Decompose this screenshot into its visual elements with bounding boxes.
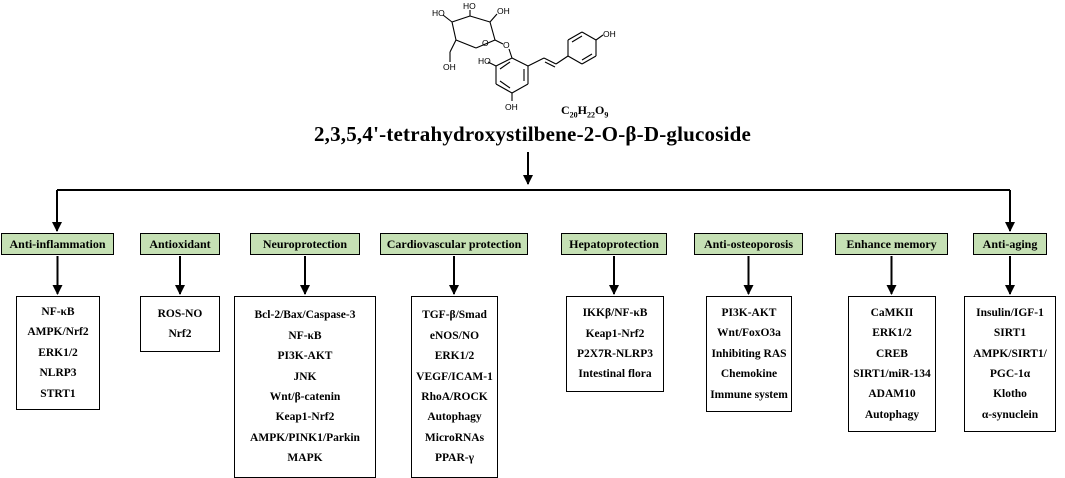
atom-label: O xyxy=(503,40,510,50)
atom-label: OH xyxy=(603,29,616,39)
pathway-item: IKKβ/NF-κB xyxy=(582,307,648,320)
pathway-item: PI3K-AKT xyxy=(277,350,333,363)
pathway-item: Immune system xyxy=(710,388,788,401)
molecular-formula: C20H22O9 xyxy=(561,103,609,120)
pathway-item: CREB xyxy=(876,347,908,360)
molecular-structure: HO HO OH O O OH HO OH OH xyxy=(432,1,616,112)
pathway-item: ADAM10 xyxy=(868,388,916,401)
category-label: Hepatoprotection xyxy=(561,233,667,255)
category-label: Anti-osteoporosis xyxy=(694,233,803,255)
pathway-item: PPAR-γ xyxy=(434,452,474,465)
category-label: Neuroprotection xyxy=(250,233,360,255)
pathway-box: ROS-NO Nrf2 xyxy=(140,296,220,352)
pathway-item: PI3K-AKT xyxy=(721,306,777,319)
pathway-item: ERK1/2 xyxy=(434,350,475,363)
pathway-item: Chemokine xyxy=(720,368,778,381)
pathway-item: Bcl-2/Bax/Caspase-3 xyxy=(254,309,356,322)
category-label: Antioxidant xyxy=(140,233,220,255)
pathway-item: Autophagy xyxy=(864,408,920,421)
atom-label: OH xyxy=(505,102,518,112)
pathway-item: SIRT1/miR-134 xyxy=(853,368,931,380)
pathway-item: P2X7R-NLRP3 xyxy=(576,348,654,360)
pathway-item: NF-κB xyxy=(288,329,322,342)
category-label: Anti-aging xyxy=(973,233,1047,255)
pathway-item: VEGF/ICAM-1 xyxy=(416,370,493,383)
pathway-item: AMPK/SIRT1/ xyxy=(973,347,1047,360)
atom-label: HO xyxy=(478,56,491,66)
atom-label: OH xyxy=(497,6,510,16)
pathway-item: CaMKII xyxy=(870,306,914,319)
pathway-item: Inhibiting RAS xyxy=(711,347,787,360)
category-label: Enhance memory xyxy=(835,233,948,255)
pathway-item: Insulin/IGF-1 xyxy=(976,306,1044,319)
pathway-item: AMPK/Nrf2 xyxy=(27,326,89,339)
pathway-item: Nrf2 xyxy=(168,328,192,340)
category-label: Cardiovascular protection xyxy=(380,233,528,255)
pathway-item: Klotho xyxy=(993,388,1027,401)
atom-label: OH xyxy=(443,62,456,72)
pathway-item: NLRP3 xyxy=(39,367,77,380)
atom-label: O xyxy=(482,38,489,48)
pathway-item: NF-κB xyxy=(41,305,75,318)
pathway-item: ROS-NO xyxy=(157,307,203,320)
pathway-item: eNOS/NO xyxy=(429,329,480,342)
pathway-item: Intestinal flora xyxy=(578,368,652,381)
pathway-item: Wnt/β-catenin xyxy=(269,391,341,403)
pathway-item: PGC-1α xyxy=(989,368,1031,380)
pathway-item: ERK1/2 xyxy=(38,346,78,359)
pathway-item: ERK1/2 xyxy=(872,327,912,340)
pathway-item: Keap1-Nrf2 xyxy=(275,411,335,424)
pathway-item: STRT1 xyxy=(40,387,76,400)
pathway-item: RhoA/ROCK xyxy=(421,391,488,403)
atom-label: HO xyxy=(463,1,476,11)
pathway-item: MicroRNAs xyxy=(424,431,485,444)
pathway-item: Keap1-Nrf2 xyxy=(585,327,645,340)
compound-name: 2,3,5,4'-tetrahydroxystilbene-2-O-β-D-gl… xyxy=(313,122,752,146)
pathway-item: TGF-β/Smad xyxy=(422,309,487,322)
category-label: Anti-inflammation xyxy=(1,233,114,255)
pathway-item: AMPK/PINK1/Parkin xyxy=(250,431,360,444)
pathway-item: JNK xyxy=(293,370,317,383)
pathway-item: SIRT1 xyxy=(993,327,1027,340)
pathway-item: Wnt/FoxO3a xyxy=(717,327,781,340)
pathway-item: MAPK xyxy=(287,452,323,465)
atom-label: HO xyxy=(432,8,445,18)
pathway-item: α-synuclein xyxy=(981,408,1039,421)
pathway-item: Autophagy xyxy=(427,411,482,424)
